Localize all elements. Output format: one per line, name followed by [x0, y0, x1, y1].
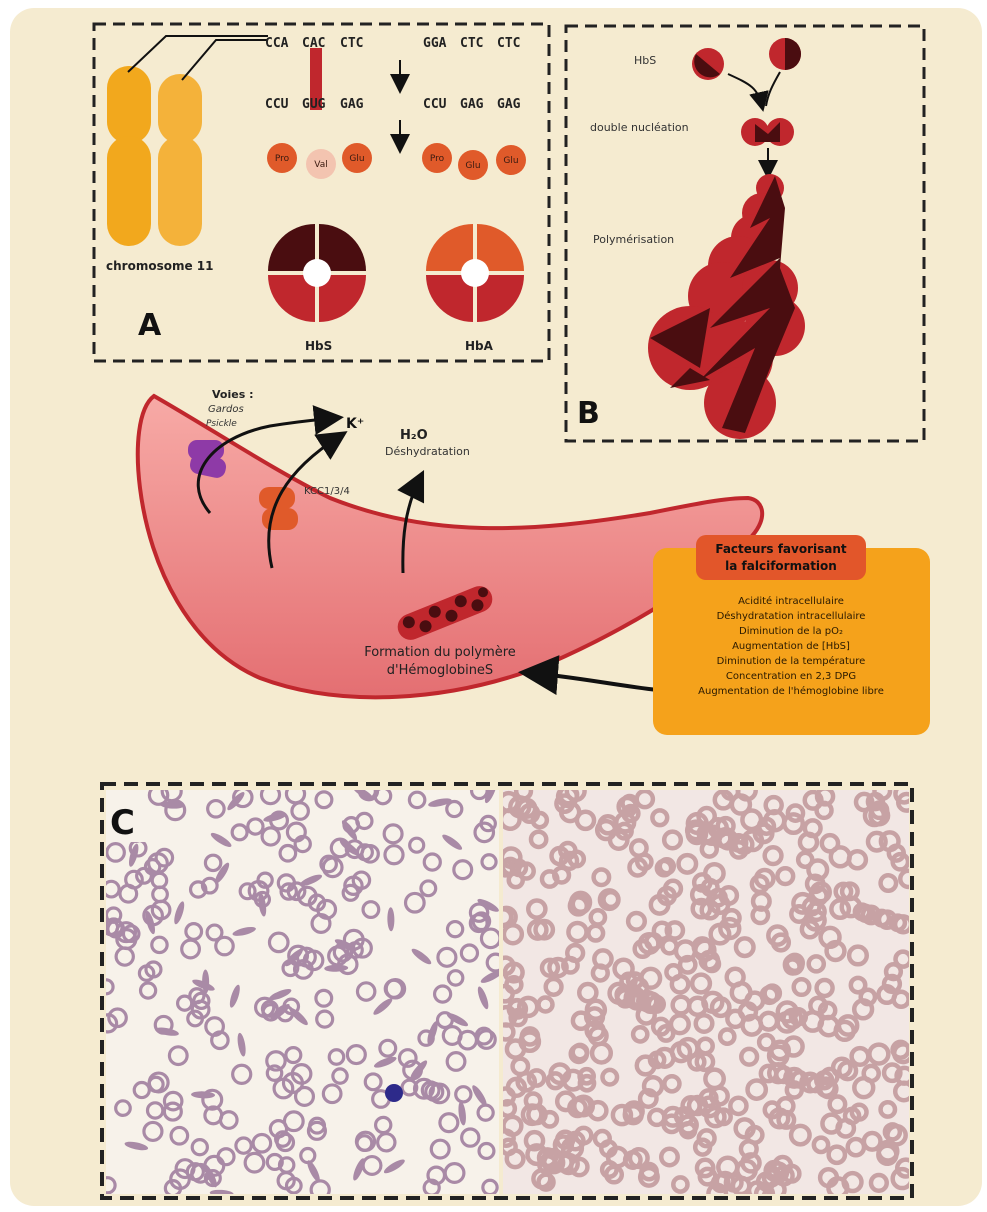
aa-pro-mut: Pro — [275, 154, 290, 164]
aa-pro-wt: Pro — [430, 154, 445, 164]
kcc-label: KCC1/3/4 — [304, 486, 350, 497]
factor-item: Acidité intracellulaire — [738, 595, 844, 607]
arrow-icon — [728, 74, 762, 106]
step-polymerisation: Polymérisation — [593, 233, 674, 246]
hba-label: HbA — [465, 339, 494, 353]
voies-title: Voies : — [212, 388, 253, 401]
factors-arrow-icon — [530, 673, 658, 690]
aa-val-mut: Val — [314, 160, 327, 170]
mut-codon-1: CCA — [265, 36, 289, 51]
factor-item: Diminution de la pO₂ — [739, 626, 843, 637]
voies-psickle: Psickle — [206, 419, 237, 429]
factor-item: Augmentation de l'hémoglobine libre — [698, 685, 884, 697]
step-double-nucleation: double nucléation — [590, 121, 689, 134]
factors-box: Facteurs favorisant la falciformation Ac… — [653, 535, 930, 735]
factor-item: Diminution de la température — [717, 655, 866, 667]
factors-title-1: Facteurs favorisant — [715, 542, 847, 556]
mut-codon-2: CAC — [302, 36, 325, 51]
panel-a-letter: A — [138, 308, 162, 343]
wt-codon-3: CTC — [497, 36, 520, 51]
hba-tetramer-icon — [426, 224, 524, 322]
arrow-icon — [766, 72, 780, 106]
factor-item: Augmentation de [HbS] — [732, 641, 850, 652]
k-plus-label: K⁺ — [346, 416, 364, 432]
factors-title-2: la falciformation — [725, 559, 837, 573]
hbs-label: HbS — [305, 339, 332, 353]
factor-item: Concentration en 2,3 DPG — [726, 671, 856, 682]
figure-frame: chromosome 11 CCA CAC CTC CCU GUG GAG GG… — [10, 8, 982, 1206]
aa-glu-mut: Glu — [349, 154, 364, 164]
dehydration-label: Déshydratation — [385, 445, 470, 458]
mut-codon-5: GUG — [302, 97, 326, 112]
mut-codon-3: CTC — [340, 36, 363, 51]
panel-b: HbS double nucléation Polymérisation — [566, 26, 924, 441]
aa-glu-wt-1: Glu — [465, 161, 480, 171]
chromosome-11-icon — [107, 36, 268, 246]
figure-canvas: chromosome 11 CCA CAC CTC CCU GUG GAG GG… — [10, 8, 982, 1206]
factor-item: Déshydratation intracellulaire — [717, 610, 866, 622]
wt-codon-4: CCU — [423, 97, 447, 112]
step-hbs: HbS — [634, 54, 656, 67]
polymer-label-1: Formation du polymère — [364, 645, 516, 660]
water-label: H₂O — [400, 428, 428, 443]
panel-c-letter: C — [110, 803, 135, 843]
wt-codon-2: CTC — [460, 36, 483, 51]
wt-codon-6: GAG — [497, 97, 521, 112]
wt-codon-5: GAG — [460, 97, 484, 112]
panel-a: chromosome 11 CCA CAC CTC CCU GUG GAG GG… — [94, 24, 549, 361]
nucleus-icon — [741, 118, 794, 146]
chromosome-label: chromosome 11 — [106, 259, 213, 273]
mut-codon-6: GAG — [340, 97, 364, 112]
polymer-label-2: d'HémoglobineS — [387, 663, 493, 678]
polymer-fiber-icon — [648, 174, 805, 439]
panel-c: C — [99, 780, 916, 1203]
wt-codon-1: GGA — [423, 36, 447, 51]
aa-glu-wt-2: Glu — [503, 156, 518, 166]
mut-codon-4: CCU — [265, 97, 289, 112]
voies-gardos: Gardos — [208, 404, 244, 415]
hbs-monomer-icon — [692, 38, 801, 80]
hbs-tetramer-icon — [268, 224, 366, 322]
panel-b-letter: B — [577, 396, 600, 431]
